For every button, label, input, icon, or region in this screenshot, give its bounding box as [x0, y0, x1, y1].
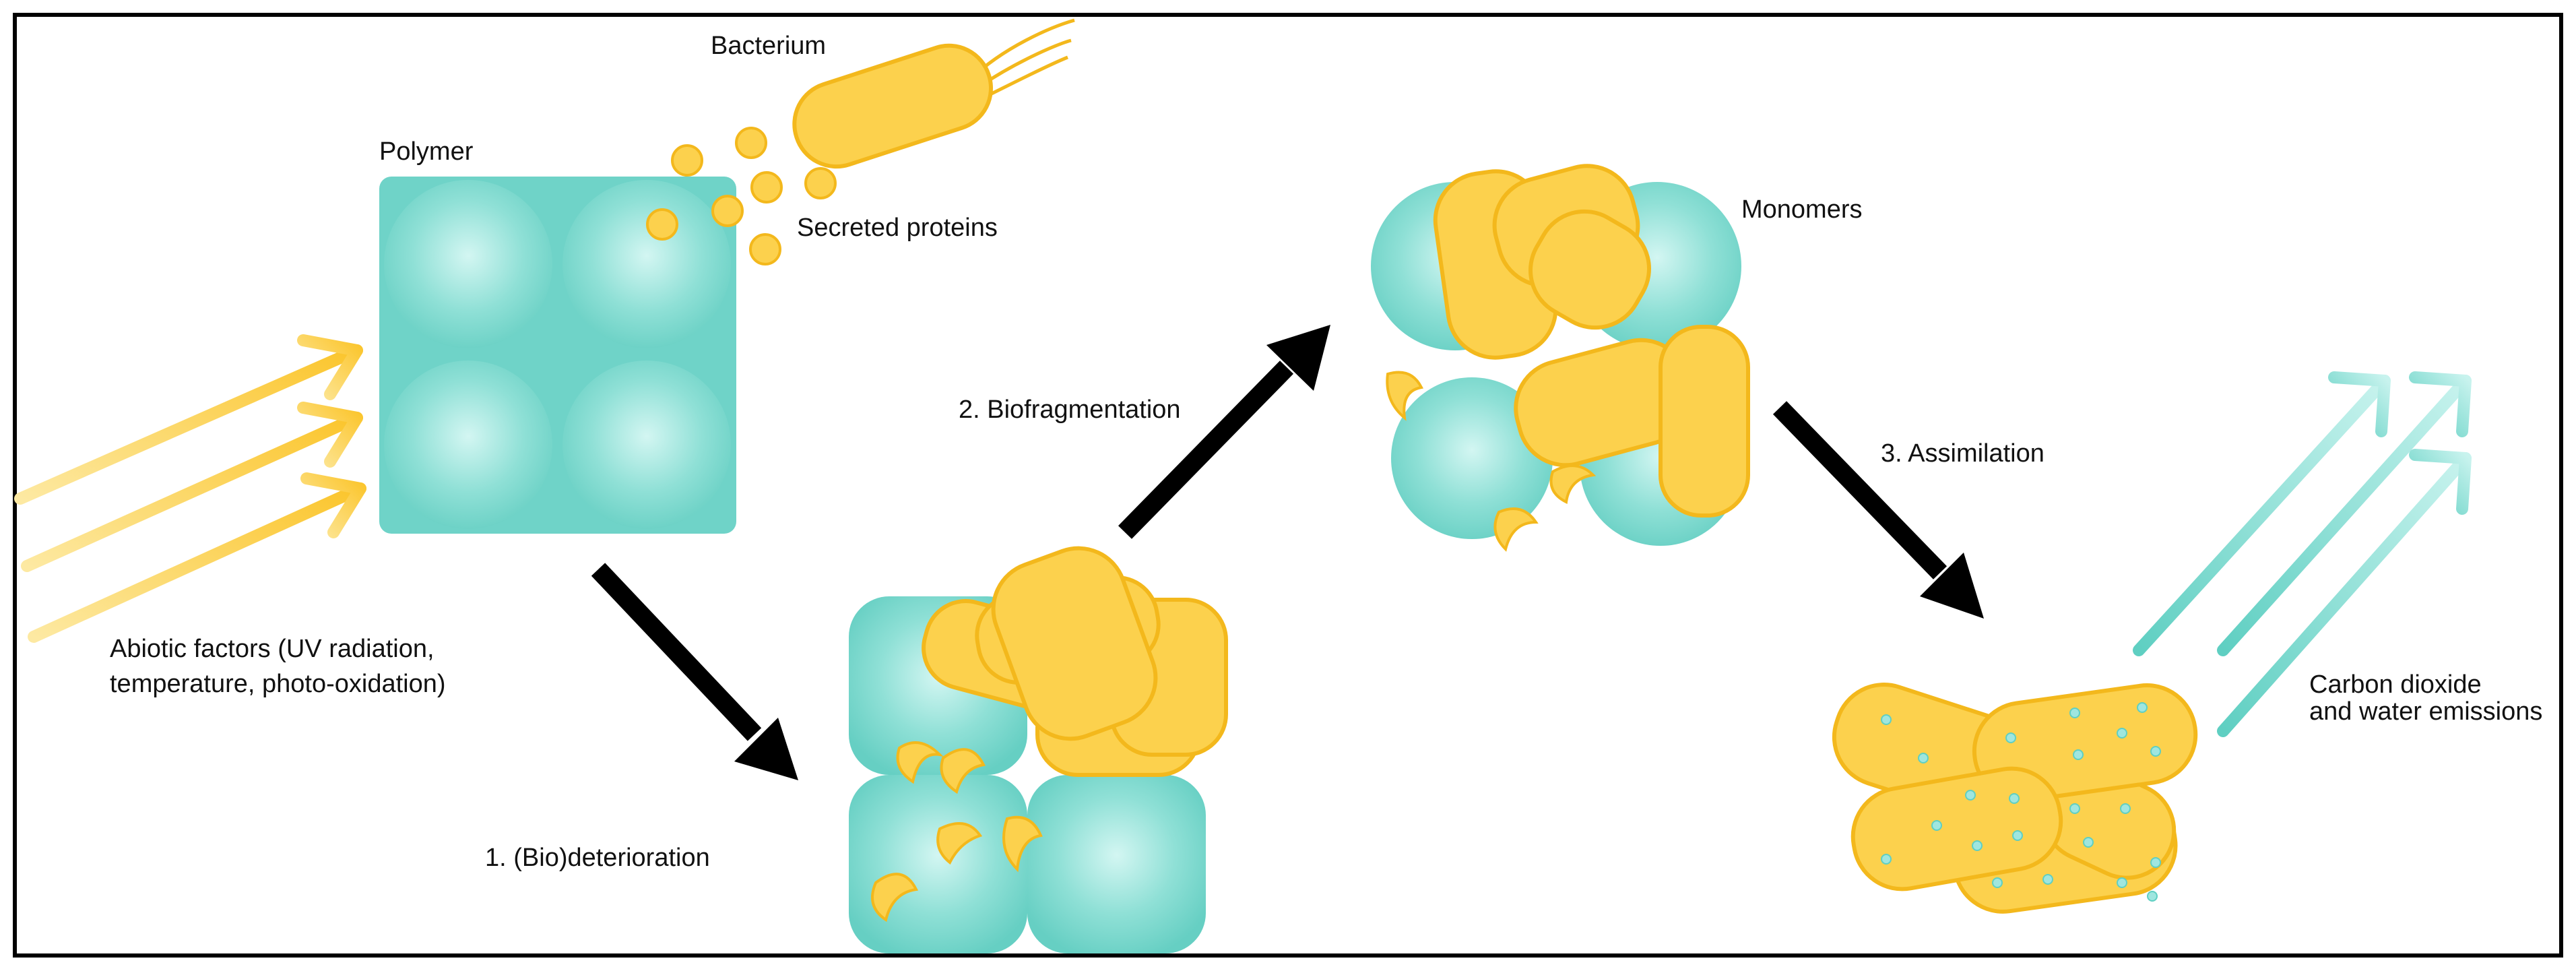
polymer-block: [379, 177, 736, 534]
label-step3: 3. Assimilation: [1881, 439, 2044, 468]
label-monomers: Monomers: [1741, 195, 1863, 224]
arrow-biodeterioration: [591, 563, 798, 780]
label-secreted-proteins: Secreted proteins: [797, 214, 998, 242]
label-polymer: Polymer: [379, 137, 474, 166]
bacterium-icon: [792, 18, 1075, 169]
secreted-protein-dots: [646, 127, 837, 265]
label-step1: 1. (Bio)deterioration: [485, 844, 710, 872]
label-emissions-line2: and water emissions: [2309, 697, 2542, 726]
monomers-cluster: [1371, 164, 1750, 552]
label-abiotic-line2: temperature, photo-oxidation): [110, 670, 446, 698]
label-step2: 2. Biofragmentation: [959, 396, 1181, 424]
deteriorated-polymer: [849, 546, 1228, 953]
water-droplet-dots: [1881, 702, 2161, 902]
abiotic-ray-arrows: [14, 334, 366, 643]
emission-arrows: [2133, 371, 2472, 737]
label-bacterium: Bacterium: [711, 32, 826, 60]
diagram-border: [13, 13, 2563, 958]
label-abiotic-line1: Abiotic factors (UV radiation,: [110, 635, 434, 663]
arrow-assimilation: [1772, 401, 1984, 619]
arrow-biofragmentation: [1118, 325, 1330, 539]
label-emissions-line1: Carbon dioxide: [2309, 670, 2482, 699]
assimilated-bacteria: [1832, 683, 2198, 914]
